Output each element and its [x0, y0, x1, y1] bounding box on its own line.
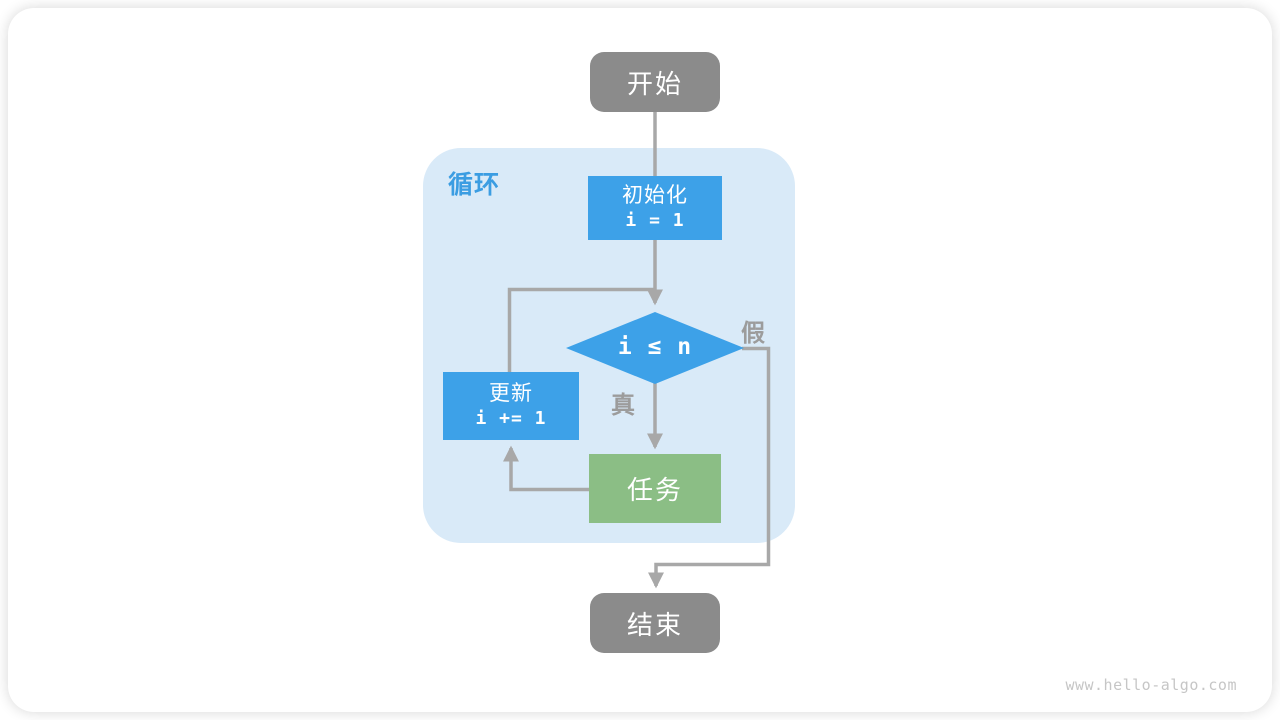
edge-condition-false-to-end	[647, 346, 771, 589]
false-branch-label: 假	[741, 320, 765, 347]
update-node-title: 更新	[489, 382, 533, 406]
watermark-url: www.hello-algo.com	[1065, 676, 1237, 694]
edge-update-to-condition	[507, 287, 654, 374]
end-node: 结束	[590, 593, 720, 653]
init-node-title: 初始化	[622, 184, 688, 208]
start-node: 开始	[590, 52, 720, 112]
start-node-label: 开始	[626, 68, 683, 99]
task-node-label: 任务	[626, 475, 683, 505]
task-node: 任务	[589, 454, 721, 523]
update-node: 更新 i += 1	[443, 372, 579, 440]
condition-diamond	[566, 312, 744, 384]
edge-task-to-update	[502, 445, 590, 492]
update-node-code: i += 1	[475, 408, 547, 430]
init-node-code: i = 1	[625, 210, 685, 232]
condition-node-code: i ≤ n	[617, 334, 693, 360]
true-branch-label: 真	[611, 392, 635, 419]
end-node-label: 结束	[626, 609, 683, 640]
loop-region-label: 循环	[448, 171, 501, 199]
init-node: 初始化 i = 1	[588, 176, 722, 240]
